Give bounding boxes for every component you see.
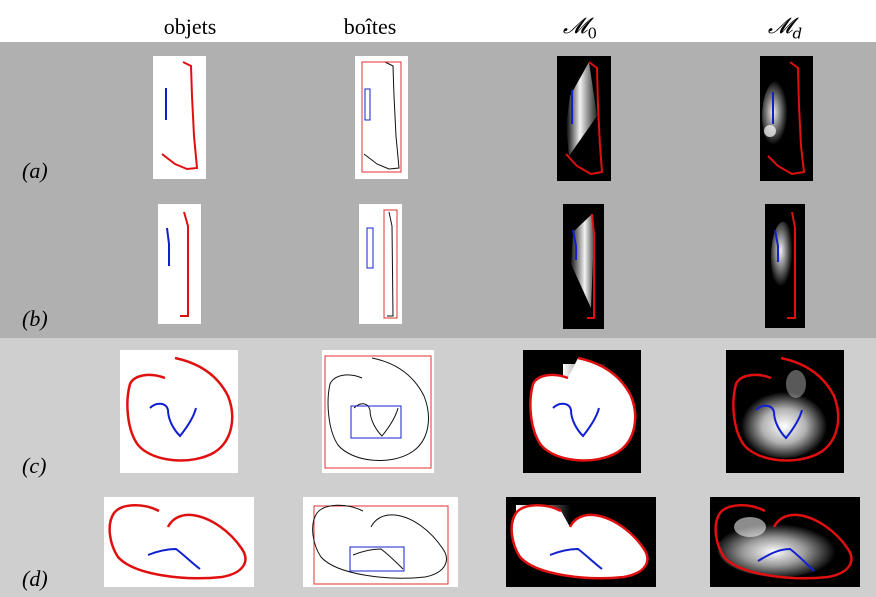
row-b-m0-image <box>563 204 604 329</box>
row-d-boxes-image <box>303 497 458 587</box>
row-a-objects-image <box>153 56 206 179</box>
column-header-objets: objets <box>163 14 217 39</box>
m0-subscript: 0 <box>587 24 598 43</box>
row-c-m0-image <box>523 350 641 473</box>
band-rows-a-b <box>0 42 876 338</box>
md-subscript: d <box>792 24 803 43</box>
row-b-objects-image <box>158 204 201 324</box>
row-d-m0-image <box>506 497 656 587</box>
row-c-boxes-image <box>322 350 434 473</box>
row-d-md-image <box>710 497 860 587</box>
row-a-boxes-image <box>355 56 408 179</box>
row-label-b: (b) <box>22 306 48 331</box>
column-header-m0: 𝓜0 <box>530 12 630 42</box>
column-header-md: 𝓜d <box>735 12 835 42</box>
row-label-d: (d) <box>22 566 48 591</box>
row-a-md-image <box>760 56 813 181</box>
m0-symbol: 𝓜 <box>562 14 588 39</box>
row-b-boxes-image <box>359 204 402 324</box>
row-d-objects-image <box>104 497 254 587</box>
column-header-boites: boîtes <box>343 14 397 39</box>
row-label-c: (c) <box>22 453 47 478</box>
row-b-md-image <box>765 204 805 328</box>
md-symbol: 𝓜 <box>767 14 793 39</box>
row-a-m0-image <box>557 56 611 181</box>
row-label-a: (a) <box>22 158 48 183</box>
row-c-objects-image <box>120 350 238 473</box>
row-c-md-image <box>726 350 844 473</box>
